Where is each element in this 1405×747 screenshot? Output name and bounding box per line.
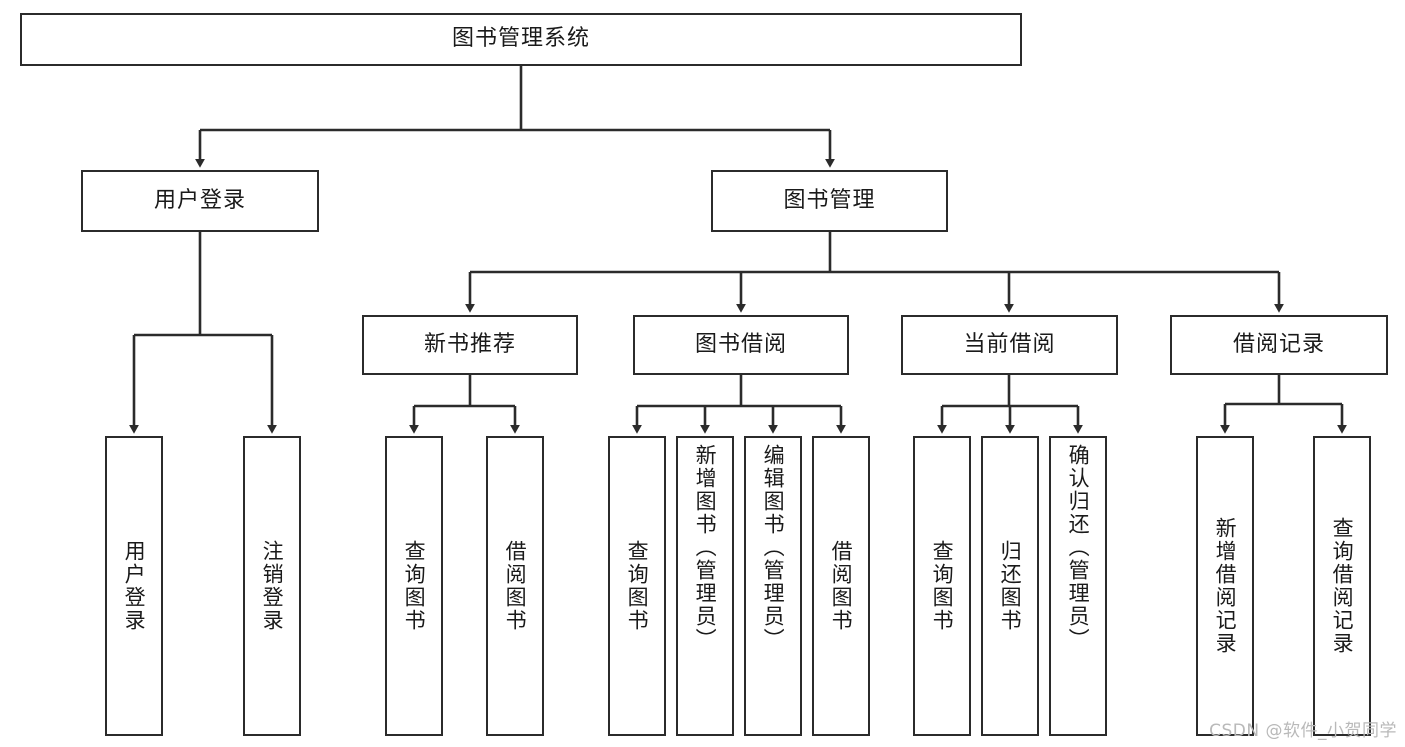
node-leaf-borrow-book-label: 借阅图书 [829,540,854,632]
node-leaf-confirm-return-label: 确认归还（管理员） [1066,444,1091,651]
node-new-book-rec[interactable]: 新书推荐 [362,315,578,375]
node-leaf-user-login[interactable]: 用户登录 [105,436,163,736]
node-book-borrow-label: 图书借阅 [694,331,787,357]
node-leaf-query-book[interactable]: 查询图书 [608,436,666,736]
node-leaf-add-record[interactable]: 新增借阅记录 [1196,436,1254,736]
node-leaf-query-record[interactable]: 查询借阅记录 [1313,436,1371,736]
node-root-label: 图书管理系统 [451,26,590,52]
node-new-book-rec-label: 新书推荐 [423,331,516,357]
node-leaf-query-book-rec[interactable]: 查询图书 [385,436,443,736]
node-leaf-query-record-label: 查询借阅记录 [1330,517,1355,655]
node-borrow-record[interactable]: 借阅记录 [1170,315,1388,375]
node-user-login[interactable]: 用户登录 [81,170,319,232]
node-leaf-confirm-return[interactable]: 确认归还（管理员） [1049,436,1107,736]
node-borrow-record-label: 借阅记录 [1232,331,1325,357]
node-current-borrow[interactable]: 当前借阅 [901,315,1118,375]
node-book-manage[interactable]: 图书管理 [711,170,948,232]
node-leaf-add-book-label: 新增图书（管理员） [693,444,718,651]
node-leaf-return-book[interactable]: 归还图书 [981,436,1039,736]
node-leaf-edit-book-label: 编辑图书（管理员） [761,444,786,651]
node-leaf-user-logout[interactable]: 注销登录 [243,436,301,736]
node-leaf-query-book-rec-label: 查询图书 [402,540,427,632]
node-leaf-user-login-label: 用户登录 [122,540,147,632]
node-leaf-borrow-book[interactable]: 借阅图书 [812,436,870,736]
node-book-borrow[interactable]: 图书借阅 [633,315,849,375]
node-leaf-add-book[interactable]: 新增图书（管理员） [676,436,734,736]
node-leaf-borrow-book-rec-label: 借阅图书 [503,540,528,632]
node-leaf-borrow-book-rec[interactable]: 借阅图书 [486,436,544,736]
node-user-login-label: 用户登录 [153,187,246,213]
node-leaf-return-book-label: 归还图书 [998,540,1023,632]
node-leaf-edit-book[interactable]: 编辑图书（管理员） [744,436,802,736]
node-current-borrow-label: 当前借阅 [963,331,1056,357]
node-leaf-add-record-label: 新增借阅记录 [1213,517,1238,655]
node-leaf-query-book-cur-label: 查询图书 [930,540,955,632]
node-leaf-query-book-label: 查询图书 [625,540,650,632]
node-leaf-query-book-cur[interactable]: 查询图书 [913,436,971,736]
node-leaf-user-logout-label: 注销登录 [260,540,285,632]
node-root[interactable]: 图书管理系统 [20,13,1022,66]
node-book-manage-label: 图书管理 [783,187,876,213]
